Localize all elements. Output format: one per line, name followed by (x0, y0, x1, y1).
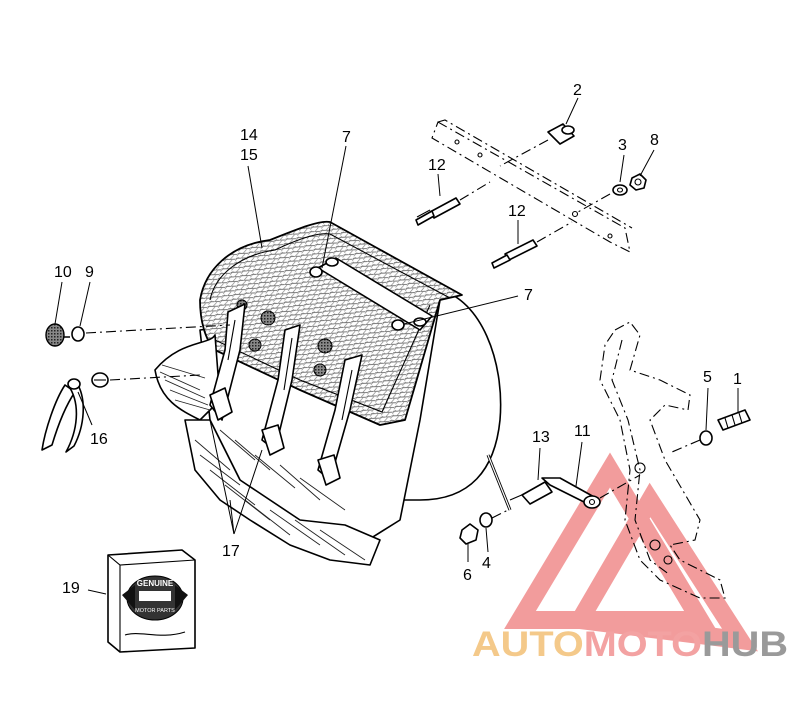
watermark-part2: MOTO (584, 625, 702, 664)
callout-4: 4 (482, 555, 491, 572)
callout-10: 10 (54, 264, 72, 281)
callout-12-upper: 12 (428, 157, 446, 174)
callout-17: 17 (222, 543, 240, 560)
support-arm-part-11 (541, 477, 601, 509)
kit-box-tagline: MOTOR PARTS (135, 608, 175, 614)
callout-12-lower: 12 (508, 203, 526, 220)
spacer-part-2 (547, 123, 575, 145)
leader-lines (54, 97, 739, 595)
washer-part-3 (612, 184, 628, 196)
nut-part-8 (629, 173, 647, 191)
saddlebag-body (199, 220, 512, 546)
callout-5: 5 (703, 369, 712, 386)
washer-part-5 (699, 430, 713, 446)
stud-part-12-upper (415, 197, 461, 226)
callout-19: 19 (62, 580, 80, 597)
callout-16: 16 (90, 431, 108, 448)
watermark-logo-triangle (504, 452, 758, 652)
mounting-rail (431, 119, 633, 253)
callout-15: 15 (240, 147, 258, 164)
watermark-part3: HUB (702, 625, 788, 664)
callout-labels: 2 3 8 12 12 7 7 14 15 10 9 16 17 19 13 1… (54, 82, 742, 597)
strap-part-16 (41, 372, 109, 453)
callout-3: 3 (618, 137, 627, 154)
callout-2: 2 (573, 82, 582, 99)
mounting-bracket (599, 321, 726, 599)
callout-13: 13 (532, 429, 550, 446)
callout-8: 8 (650, 132, 659, 149)
kit-box-brand: GENUINE (137, 579, 174, 588)
callout-9: 9 (85, 264, 94, 281)
callout-6: 6 (463, 567, 472, 584)
callout-7-upper: 7 (342, 129, 351, 146)
callout-1: 1 (733, 371, 742, 388)
leather-fringe (154, 334, 381, 566)
callout-7-lower: 7 (524, 287, 533, 304)
stud-part-13 (509, 481, 553, 505)
washer-part-9 (71, 326, 85, 342)
stud-part-12-lower (491, 239, 538, 269)
watermark-part1: AUTO (472, 625, 584, 664)
concho-part-7-upper (309, 266, 323, 278)
kit-box-part-19: GENUINE MOTOR PARTS (107, 549, 196, 653)
callout-14: 14 (240, 127, 258, 144)
rivet-cap-part-10 (45, 323, 70, 347)
concho-part-7-lower (391, 319, 405, 331)
nut-part-6 (459, 523, 479, 545)
bolt-part-1 (717, 409, 751, 431)
callout-11: 11 (574, 423, 591, 440)
buckle-straps-part-17 (209, 303, 363, 486)
washer-part-4 (479, 512, 493, 528)
